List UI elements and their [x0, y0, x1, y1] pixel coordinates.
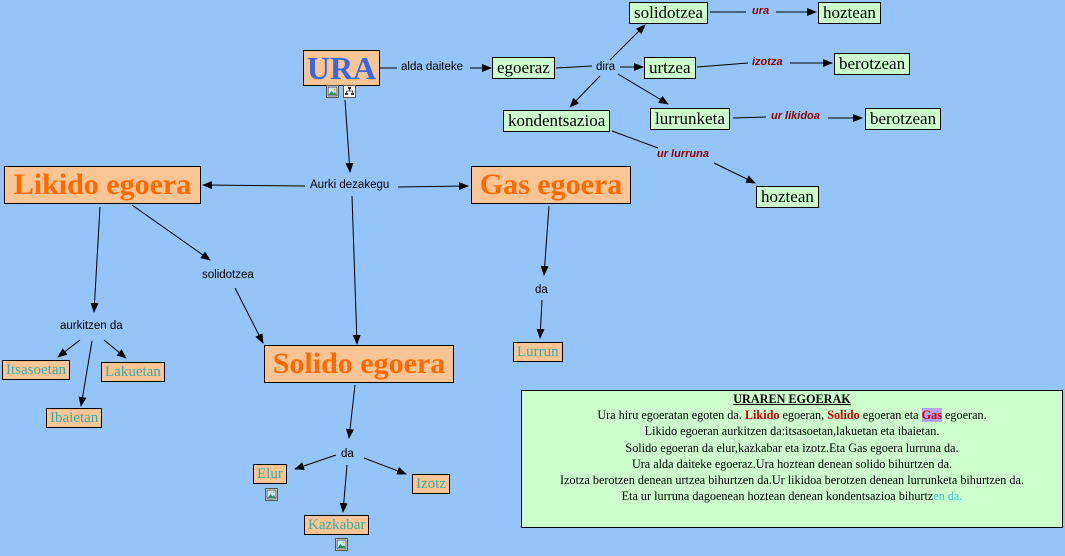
link-aurki-dezakegu: Aurki dezakegu — [310, 179, 390, 191]
concept-kondentsazioa[interactable]: kondentsazioa — [503, 110, 611, 132]
link-dira: dira — [596, 61, 616, 73]
concept-map-icon[interactable] — [343, 85, 356, 98]
concept-izotz[interactable]: Izotz — [412, 474, 450, 494]
summary-line-6: Eta ur lurruna dagoenean hoztean denean … — [621, 489, 963, 504]
concept-gas-egoera[interactable]: Gas egoera — [471, 166, 631, 204]
summary-line-4: Ura alda daiteke egoeraz.Ura hoztean den… — [631, 456, 953, 471]
summary-title: URAREN EGOERAK — [733, 392, 851, 406]
link-aurkitzen-da: aurkitzen da — [60, 320, 123, 332]
concept-ibaietan[interactable]: Ibaietan — [46, 408, 103, 428]
concept-likido-egoera[interactable]: Likido egoera — [4, 166, 201, 204]
link-alda-daiteke: alda daiteke — [401, 61, 464, 73]
image-icon[interactable] — [335, 538, 348, 551]
concept-elur[interactable]: Elur — [253, 464, 287, 484]
concept-ura[interactable]: URA — [303, 50, 380, 86]
image-icon[interactable] — [265, 488, 278, 501]
concept-solidotzea[interactable]: solidotzea — [629, 2, 708, 24]
link-ur-lurruna: ur lurruna — [657, 148, 709, 160]
concept-berotzean-top[interactable]: berotzean — [834, 53, 911, 75]
link-ur-likidoa: ur likidoa — [771, 110, 820, 122]
summary-line-1: Ura hiru egoeratan egoten da. Likido ego… — [597, 408, 987, 423]
concept-lakuetan[interactable]: Lakuetan — [101, 362, 165, 382]
concept-egoeraz[interactable]: egoeraz — [492, 57, 555, 79]
summary-line-3: Solido egoeran da elur,kazkabar eta izot… — [625, 440, 959, 455]
link-solidotzea: solidotzea — [202, 269, 254, 281]
concept-itsasoetan[interactable]: Itsasoetan — [2, 360, 70, 380]
concept-hoztean-top[interactable]: hoztean — [818, 2, 881, 24]
concept-urtzea[interactable]: urtzea — [644, 57, 696, 79]
link-izotza: izotza — [752, 56, 783, 68]
summary-line-2: Likido egoeran aurkitzen da:itsasoetan,l… — [644, 424, 940, 439]
concept-hoztean-bottom[interactable]: hoztean — [756, 186, 819, 208]
link-da-solido: da — [341, 448, 354, 460]
summary-box: URAREN EGOERAK Ura hiru egoeratan egoten… — [521, 390, 1063, 528]
summary-line-5: Izotza berotzen denean urtzea bihurtzen … — [560, 473, 1024, 488]
link-ura: ura — [752, 5, 770, 17]
concept-ura-label: URA — [306, 50, 377, 86]
concept-solido-egoera[interactable]: Solido egoera — [264, 345, 454, 383]
image-icon[interactable] — [326, 85, 339, 98]
concept-lurrunketa[interactable]: lurrunketa — [650, 108, 730, 130]
link-da-gas: da — [535, 284, 548, 296]
concept-lurrun[interactable]: Lurrun — [513, 342, 563, 362]
concept-kazkabar[interactable]: Kazkabar — [304, 515, 370, 535]
concept-berotzean-bottom[interactable]: berotzean — [865, 108, 942, 130]
